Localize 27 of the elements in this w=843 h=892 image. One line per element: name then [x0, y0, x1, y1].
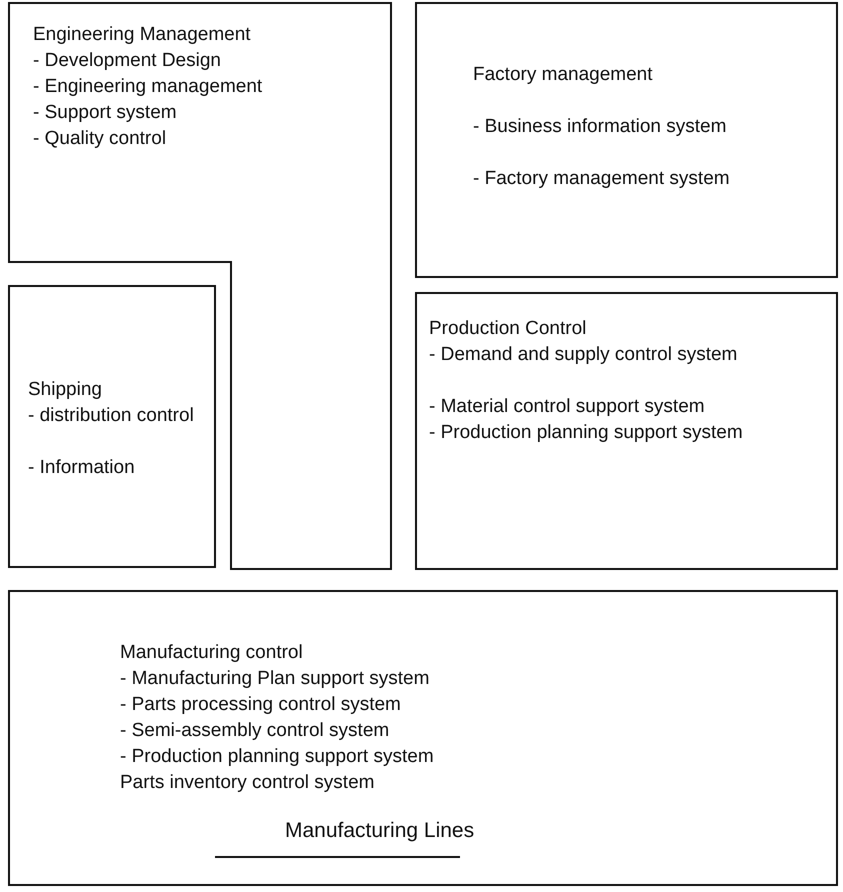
department-heading: Factory management [473, 63, 654, 87]
list-item: - Development Design [33, 49, 222, 73]
list-item: - Quality control [33, 127, 168, 151]
department-panel [415, 2, 838, 278]
list-item: - distribution control [28, 404, 195, 428]
area-heading: Manufacturing control [120, 641, 304, 665]
list-item: - Production planning support system [120, 745, 435, 769]
list-item: - Engineering management [33, 75, 264, 99]
list-item: - Business information system [473, 115, 728, 139]
list-item: - Material control support system [429, 395, 706, 419]
list-item: - Support system [33, 101, 178, 125]
department-panel [8, 2, 392, 570]
area-panel [8, 590, 838, 886]
list-item: - Demand and supply control system [429, 343, 738, 367]
department-panel [415, 292, 838, 570]
department-panel [8, 285, 216, 568]
list-item: - Factory management system [473, 167, 731, 191]
department-heading: Production Control [429, 317, 588, 341]
list-item: - Manufacturing Plan support system [120, 667, 430, 691]
area-title: Manufacturing Lines [285, 818, 476, 844]
list-item: - Parts processing control system [120, 693, 402, 717]
list-item: - Production planning support system [429, 421, 744, 445]
department-heading: Engineering Management [33, 23, 252, 47]
list-item: - Semi-assembly control system [120, 719, 390, 743]
list-item: Parts inventory control system [120, 771, 376, 795]
department-heading: Shipping [28, 378, 103, 402]
list-item: - Information [28, 456, 136, 480]
